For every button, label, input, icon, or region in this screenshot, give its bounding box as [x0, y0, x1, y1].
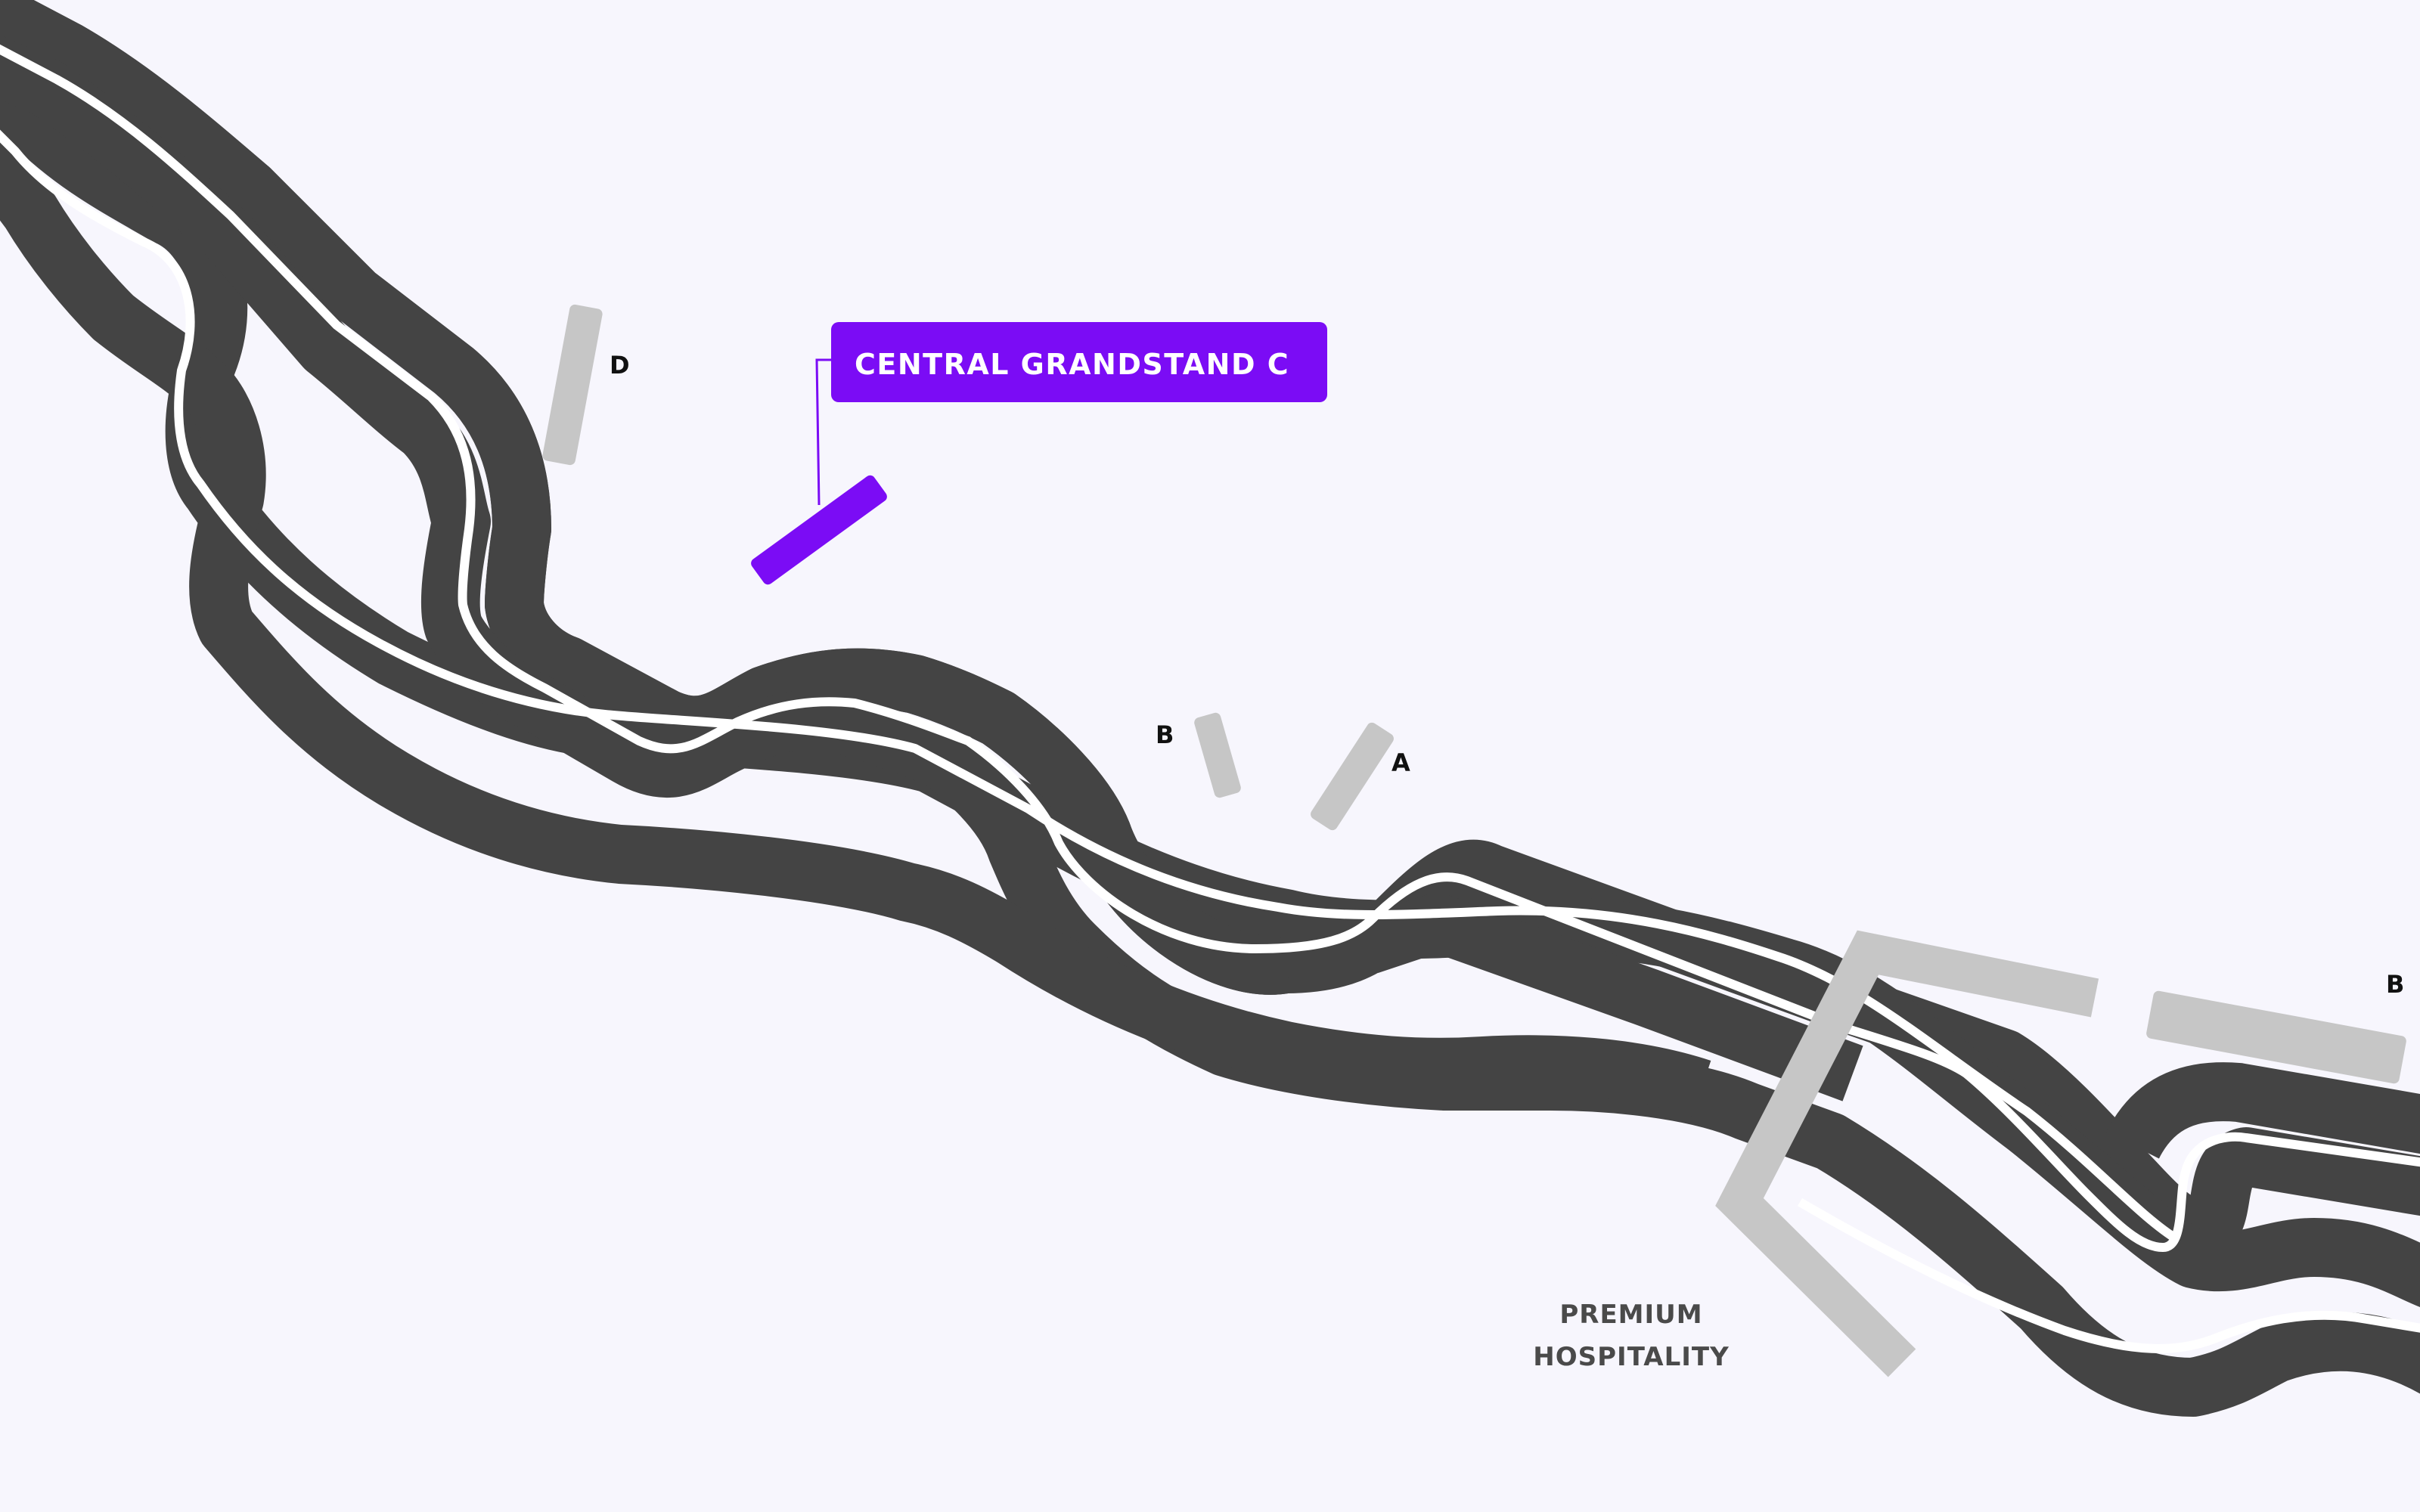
- racing-lines: [0, 44, 2420, 1353]
- premium-hospitality-label-line1: PREMIUM: [1559, 1300, 1702, 1330]
- grandstand-d-label: D: [610, 351, 630, 380]
- track-diagonal-link: [1359, 893, 1863, 1101]
- central-grandstand-c-label-box[interactable]: [831, 322, 1327, 402]
- racing-line-south: [1797, 1198, 2420, 1353]
- premium-hospitality-structure: [1715, 930, 2099, 1377]
- grandstand-b-right-label: B: [2386, 970, 2404, 999]
- grandstand-a-block: [1311, 722, 1394, 831]
- grandstand-b-left-label: B: [1156, 720, 1174, 749]
- grandstand-b-right-block: [2146, 990, 2406, 1084]
- central-grandstand-c[interactable]: CENTRAL GRANDSTAND C: [749, 322, 1327, 587]
- grandstand-b-left-block: [1194, 712, 1241, 798]
- racing-line-lower: [0, 129, 2181, 1244]
- central-grandstand-c-label: CENTRAL GRANDSTAND C: [855, 348, 1289, 381]
- grandstand-a-label: A: [1392, 748, 1410, 777]
- premium-hospitality-label-line2: HOSPITALITY: [1533, 1342, 1729, 1372]
- track-inner-mid: [0, 35, 2420, 1417]
- track-hairpin-east: [2106, 1062, 2420, 1160]
- track-lower-loop: [0, 133, 1711, 1117]
- label-leader-line: [815, 358, 836, 506]
- racing-line-upper: [0, 44, 2420, 1252]
- grandstand-d-block: [542, 304, 603, 466]
- grandstands: [542, 304, 2406, 1377]
- central-grandstand-c-block[interactable]: [749, 473, 889, 587]
